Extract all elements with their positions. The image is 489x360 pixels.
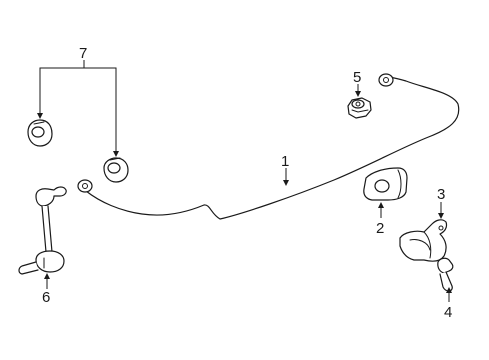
- callout-7: 7: [79, 45, 87, 62]
- bolt[interactable]: [437, 257, 454, 292]
- callout-4: 4: [444, 304, 452, 321]
- callout-1: 1: [281, 153, 289, 170]
- nut[interactable]: [347, 97, 372, 119]
- callout-3: 3: [437, 186, 445, 203]
- bracket[interactable]: [399, 219, 448, 262]
- leader-7: [37, 60, 119, 157]
- bushing[interactable]: [363, 167, 408, 201]
- bushing-pair[interactable]: [27, 119, 129, 183]
- callout-5: 5: [353, 69, 361, 86]
- callout-6: 6: [42, 289, 50, 306]
- stabilizer-link[interactable]: [18, 186, 67, 275]
- callout-2: 2: [376, 220, 384, 237]
